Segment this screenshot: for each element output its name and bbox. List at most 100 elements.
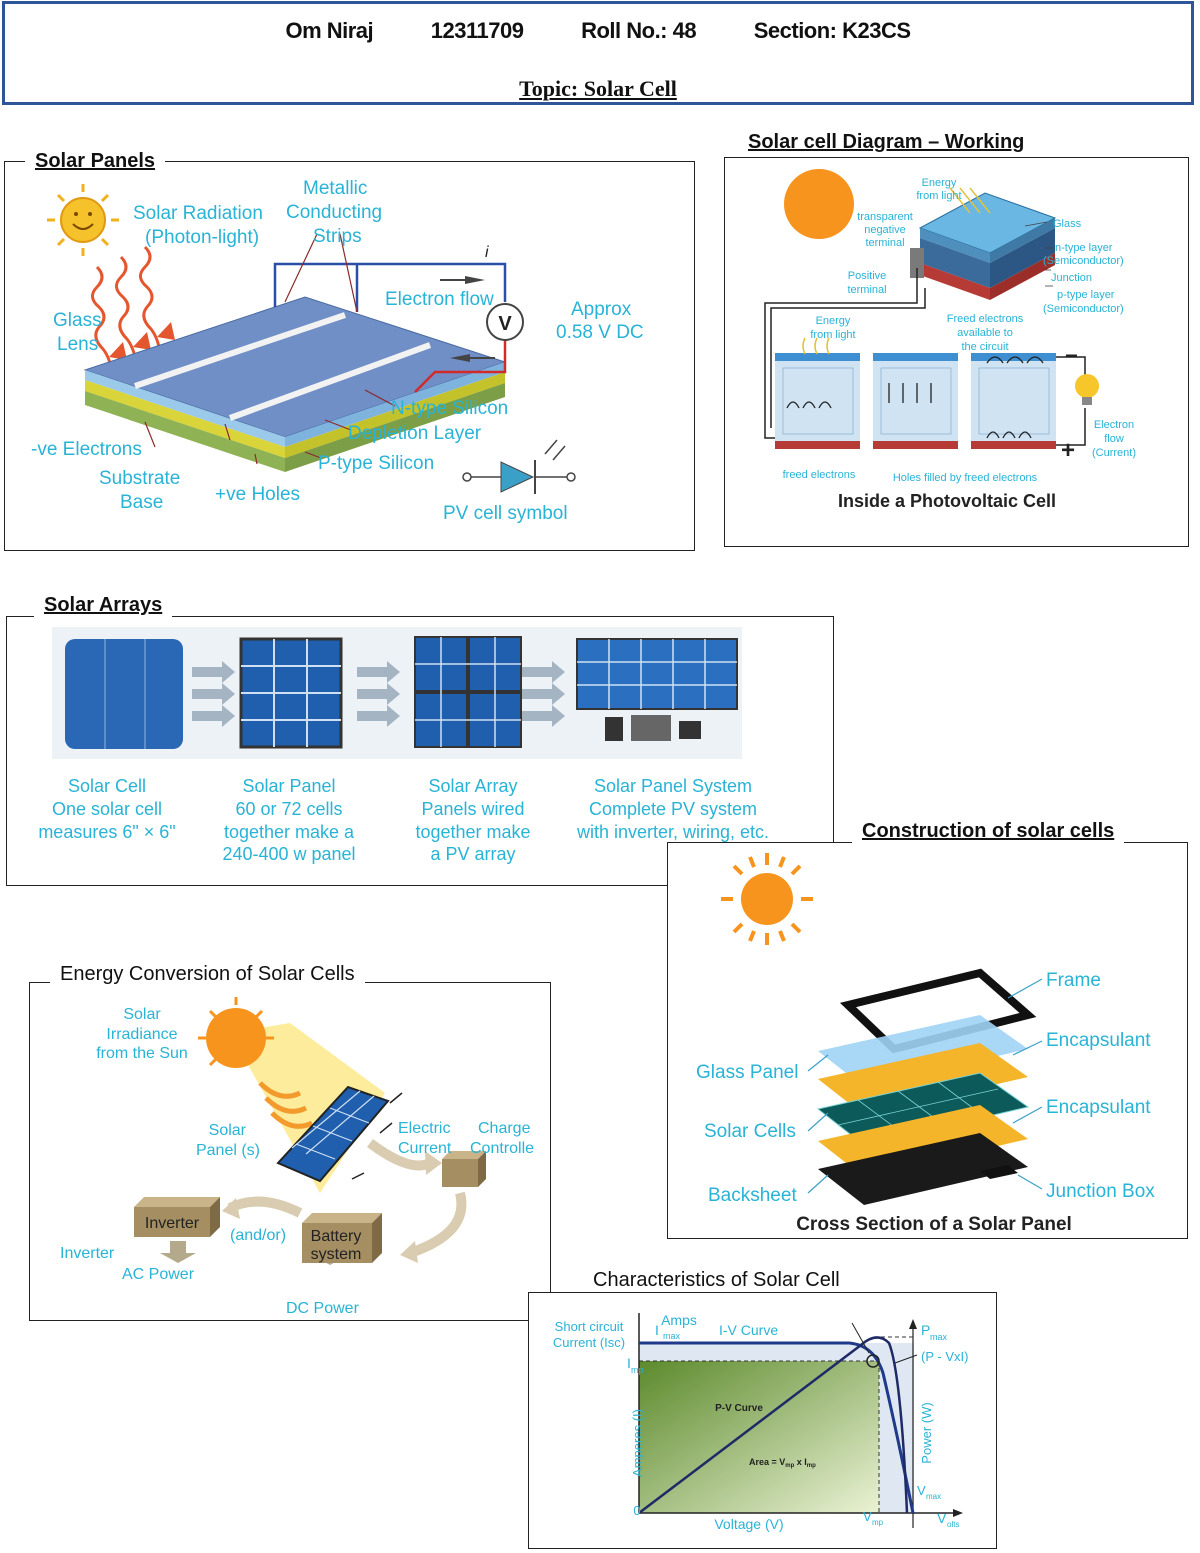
holes-label: +ve Holes xyxy=(215,484,300,505)
sun-icon xyxy=(721,853,813,945)
vmax-subscript: max xyxy=(926,1492,941,1501)
metallic-label: Metallic xyxy=(303,178,367,199)
solar-panel-icon xyxy=(239,637,343,749)
energy-conversion-diagram: Inverter Battery system Solar Irradiance… xyxy=(60,997,534,1317)
conducting-label: Conducting xyxy=(286,202,382,223)
registration-number: 12311709 xyxy=(430,18,524,43)
electron-flow-label-2: flow xyxy=(1104,433,1124,445)
n-type-label: N-type Silicon xyxy=(391,398,508,419)
frame-layer xyxy=(839,968,1037,1054)
panel-label-1: Solar xyxy=(209,1122,247,1139)
short-circuit-label-2: Current (Isc) xyxy=(553,1335,625,1350)
solar-arrays-title: Solar Arrays xyxy=(34,594,173,617)
solar-system-icon xyxy=(576,638,738,741)
junction-box-icon xyxy=(980,1165,1018,1179)
iv-curve-chart: Amps Short circuit Current (Isc) I max I… xyxy=(553,1312,969,1532)
junction-box-label: Junction Box xyxy=(1046,1181,1155,1202)
solar-cells-label: Solar Cells xyxy=(704,1121,796,1142)
pv-symbol-label: PV cell symbol xyxy=(443,503,568,524)
solar-label-2: Irradiance xyxy=(106,1026,177,1043)
ac-power-label: AC Power xyxy=(122,1266,195,1283)
freed-label-1: Freed electrons xyxy=(947,313,1024,325)
p-type-label: P-type Silicon xyxy=(318,453,434,474)
holes-filled-label: Holes filled by freed electrons xyxy=(893,472,1038,484)
electrons-label: -ve Electrons xyxy=(31,439,142,460)
topic-title: Topic: Solar Cell xyxy=(519,76,677,101)
amperes-axis-label: Amperes (I) xyxy=(630,1409,645,1477)
vmax-label: V xyxy=(917,1483,926,1498)
radiation-arrows xyxy=(91,245,163,380)
iv-curve-label: I-V Curve xyxy=(719,1322,778,1338)
working-caption: Inside a Photovoltaic Cell xyxy=(838,491,1056,511)
freed-electrons-label: freed electrons xyxy=(783,469,856,481)
substrate-label: Substrate xyxy=(99,468,180,489)
charge-label-2: Controlle xyxy=(470,1140,534,1157)
p-layer-label-2: (Semiconductor) xyxy=(1043,303,1124,315)
freed-label-2: available to xyxy=(957,327,1013,339)
backsheet-label: Backsheet xyxy=(708,1185,797,1206)
cell-stage-3 xyxy=(971,353,1056,449)
vmp-subscript: mp xyxy=(872,1518,884,1527)
cell-stage-2 xyxy=(873,353,958,449)
array-col4-line1: Solar Panel System xyxy=(594,776,752,796)
amps-label: Amps xyxy=(661,1312,697,1328)
area-formula: Area = Vmp x Imp xyxy=(749,1457,816,1469)
solar-panel-diagram: V Solar Radiation (Photon-light) Metalli… xyxy=(31,178,644,524)
solar-arrays-diagram: Solar Cell One solar cell measures 6" × … xyxy=(38,627,769,864)
array-col3-line1: Solar Array xyxy=(428,776,517,796)
array-col2-line2: 60 or 72 cells xyxy=(235,799,342,819)
depletion-label: Depletion Layer xyxy=(348,423,482,444)
photon-light-label: (Photon-light) xyxy=(145,227,259,248)
cell-stage-1 xyxy=(775,353,860,449)
solar-panel-icon xyxy=(276,1085,390,1183)
solar-label-3: from the Sun xyxy=(96,1045,188,1062)
andor-label: (and/or) xyxy=(230,1227,286,1244)
panel-label-2: Panel (s) xyxy=(196,1142,260,1159)
encapsulant-label-2: Encapsulant xyxy=(1046,1097,1151,1118)
characteristics-frame: Amps Short circuit Current (Isc) I max I… xyxy=(528,1292,997,1549)
pmax-label: P xyxy=(921,1322,930,1338)
imax-subscript: max xyxy=(663,1331,681,1341)
solar-radiation-label: Solar Radiation xyxy=(133,203,263,224)
strips-label: Strips xyxy=(313,226,362,247)
header-info: Om Niraj 12311709 Roll No.: 48 Section: … xyxy=(5,18,1191,44)
energy2-label-2: from light xyxy=(810,329,855,341)
glass-label: Glass xyxy=(53,310,102,331)
battery-label-2: system xyxy=(311,1246,362,1263)
lens-label: Lens xyxy=(57,334,98,355)
origin-label: 0 xyxy=(633,1503,640,1518)
energy-label-2: from light xyxy=(916,190,961,202)
positive-sign: + xyxy=(1061,437,1075,464)
base-label: Base xyxy=(120,492,163,513)
charge-controller-box xyxy=(442,1151,486,1187)
electric-label-2: Current xyxy=(398,1140,452,1157)
roll-number: Roll No.: 48 xyxy=(581,18,697,43)
glass-panel-label: Glass Panel xyxy=(696,1062,798,1083)
imp-subscript: mp xyxy=(631,1365,644,1375)
pmax-subscript: max xyxy=(930,1332,948,1342)
short-circuit-label-1: Short circuit xyxy=(555,1319,624,1334)
imax-label: I xyxy=(655,1322,659,1338)
section: Section: K23CS xyxy=(753,18,911,43)
sun-icon xyxy=(784,169,854,239)
imp-label: I xyxy=(627,1355,631,1371)
transparent-label-2: negative xyxy=(864,224,906,236)
approx-label: Approx xyxy=(571,299,632,320)
array-col2-line4: 240-400 w panel xyxy=(222,844,355,864)
student-name: Om Niraj xyxy=(285,18,374,43)
pv-curve-line xyxy=(638,1336,909,1514)
electron-flow-label-3: (Current) xyxy=(1092,447,1136,459)
solar-arrays-frame: Solar Cell One solar cell measures 6" × … xyxy=(6,616,834,886)
array-col4-line2: Complete PV system xyxy=(589,799,757,819)
solar-panels-frame: V Solar Radiation (Photon-light) Metalli… xyxy=(4,161,695,551)
construction-diagram: Frame Encapsulant Glass Panel Encapsulan… xyxy=(696,853,1155,1235)
n-layer-label-2: (Semiconductor) xyxy=(1043,255,1124,267)
construction-title: Construction of solar cells xyxy=(852,820,1125,843)
working-frame: − + Energy from light transparent negati… xyxy=(724,157,1189,547)
p-layer-label-1: p-type layer xyxy=(1057,289,1115,301)
electron-flow-label-1: Electron xyxy=(1094,419,1134,431)
positive-label-2: terminal xyxy=(847,284,886,296)
characteristics-title: Characteristics of Solar Cell xyxy=(583,1269,850,1292)
electron-flow-label: Electron flow xyxy=(385,289,494,310)
solar-cells-layer xyxy=(816,1072,1030,1146)
